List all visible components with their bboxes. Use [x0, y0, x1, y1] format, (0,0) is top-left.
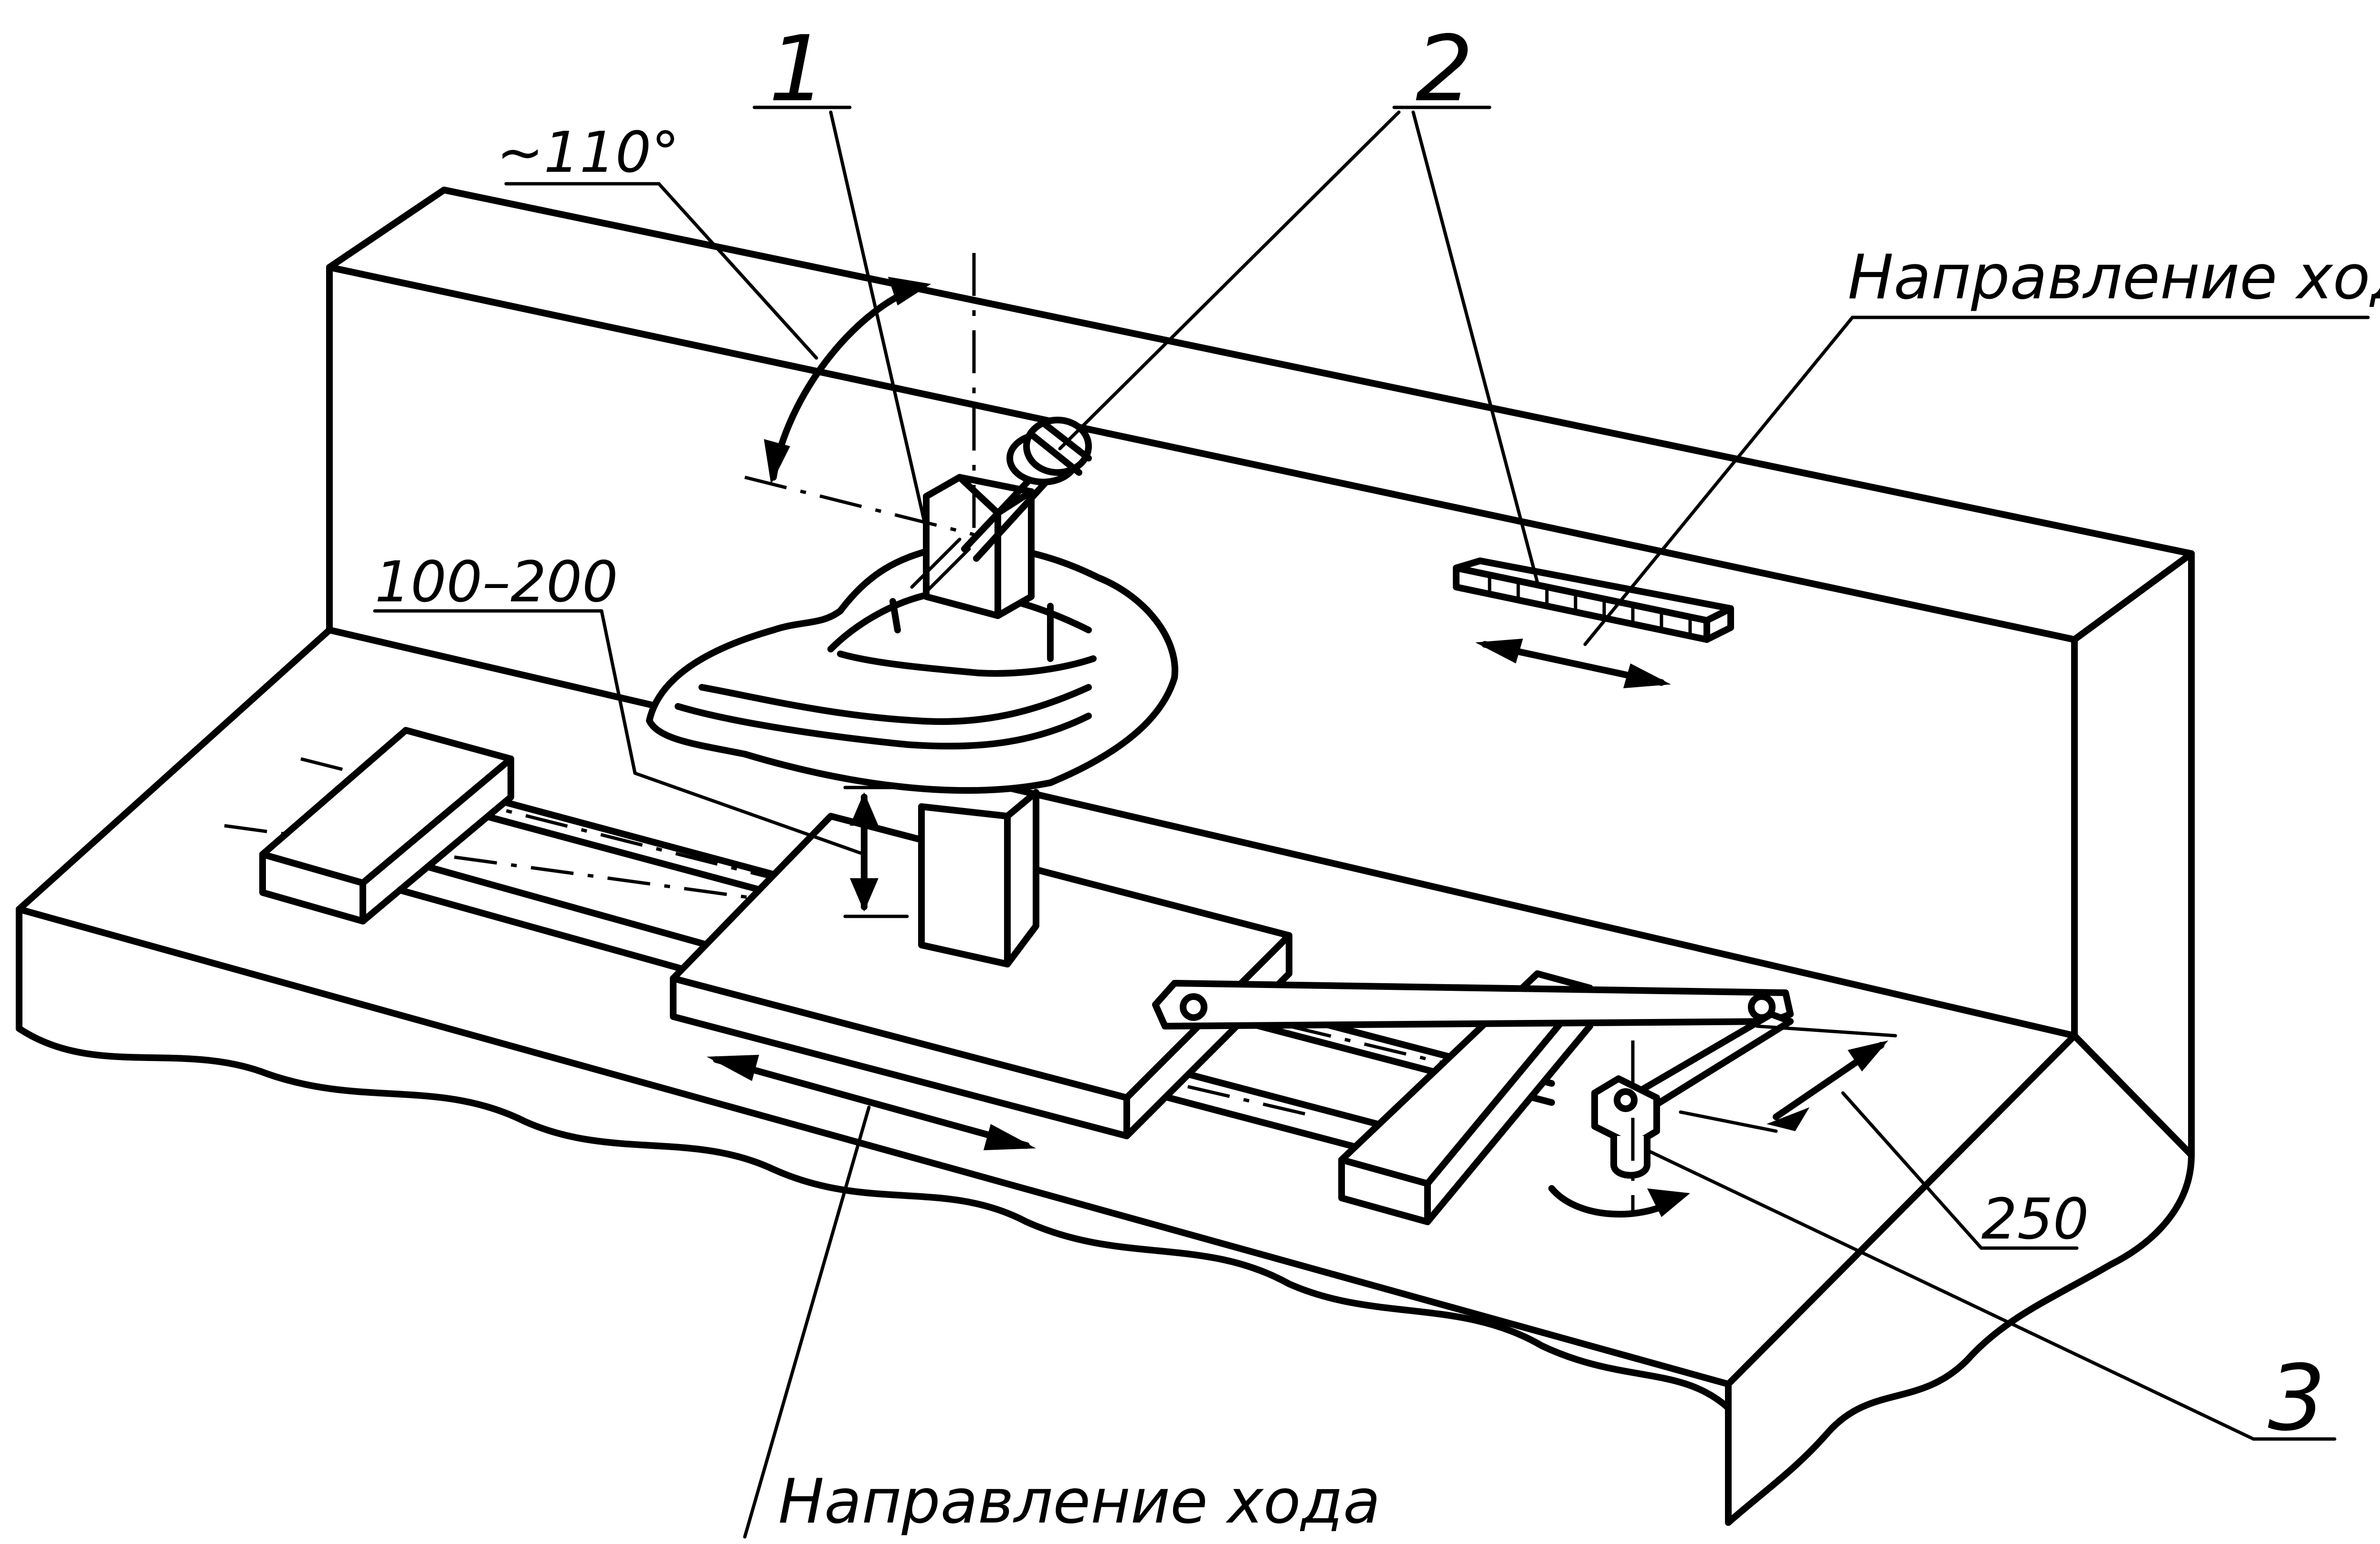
label-part-3: 3 [2268, 1345, 2326, 1451]
crank-rotation-arrow [1548, 1185, 1690, 1218]
base-plate [16, 627, 2195, 1526]
left-rail-block [259, 727, 514, 924]
iron [646, 542, 1178, 794]
label-distance: 250 [1981, 1186, 2089, 1252]
linkage [1152, 980, 1794, 1212]
label-height-range: 100–200 [375, 549, 618, 615]
label-part-2: 2 [1416, 16, 1473, 122]
iron-holder [910, 464, 1054, 619]
leader-lines [373, 105, 2370, 1539]
distance-dimension [1679, 1024, 1897, 1133]
carriage-direction-arrow [707, 1055, 1036, 1150]
label-direction-top: Направление хода [1848, 242, 2380, 313]
angle-dimension [744, 253, 976, 536]
label-angle: ~110° [497, 119, 679, 185]
column [918, 789, 1039, 967]
label-direction-bottom: Направление хода [778, 1466, 1380, 1537]
labels: 1 2 3 ~110° 100–200 250 Направление хода… [375, 16, 2380, 1537]
scale [1453, 557, 1734, 643]
angle-sensor [1006, 417, 1092, 485]
label-part-1: 1 [769, 16, 826, 122]
scale-direction-arrow [1475, 639, 1671, 688]
height-dimension [843, 786, 909, 918]
